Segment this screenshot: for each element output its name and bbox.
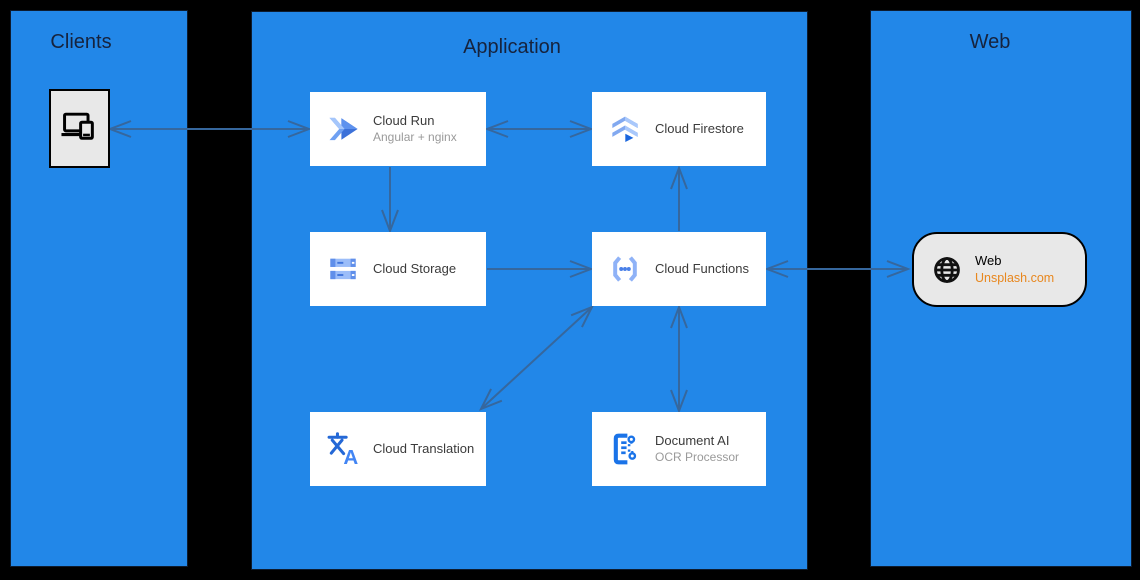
node-sublabel: Angular + nginx — [373, 129, 457, 144]
node-clients-device[interactable] — [49, 89, 110, 168]
cloud-translation-icon: A — [324, 430, 362, 469]
node-label: Cloud Firestore — [655, 120, 744, 136]
cloud-firestore-icon — [606, 110, 644, 148]
unsplash-link[interactable]: Unsplash.com — [975, 270, 1055, 285]
panel-title-web: Web — [969, 31, 1011, 53]
cloud-functions-icon — [606, 250, 644, 288]
node-label: Web — [975, 252, 1002, 268]
panel-title-application: Application — [463, 36, 561, 58]
node-web-unsplash[interactable]: Web Unsplash.com — [912, 232, 1087, 307]
node-sublabel: OCR Processor — [655, 449, 740, 464]
document-ai-icon — [606, 430, 644, 468]
node-cloud-firestore[interactable]: Cloud Firestore — [592, 92, 766, 166]
node-label: Cloud Storage — [373, 260, 457, 276]
svg-text:A: A — [343, 446, 358, 468]
node-cloud-functions[interactable]: Cloud Functions — [592, 232, 766, 306]
panel-title-clients: Clients — [50, 31, 112, 53]
node-cloud-translation[interactable]: A Cloud Translation — [310, 412, 486, 486]
node-label: Cloud Run — [373, 112, 435, 128]
globe-icon — [931, 254, 963, 286]
node-document-ai[interactable]: Document AI OCR Processor — [592, 412, 766, 486]
cloud-run-icon — [324, 110, 362, 148]
cloud-storage-icon — [324, 250, 362, 288]
devices-icon — [59, 110, 101, 148]
node-cloud-run[interactable]: Cloud Run Angular + nginx — [310, 92, 486, 166]
node-label: Document AI — [655, 432, 730, 448]
node-cloud-storage[interactable]: Cloud Storage — [310, 232, 486, 306]
node-label: Cloud Translation — [373, 440, 475, 456]
node-label: Cloud Functions — [655, 260, 749, 276]
